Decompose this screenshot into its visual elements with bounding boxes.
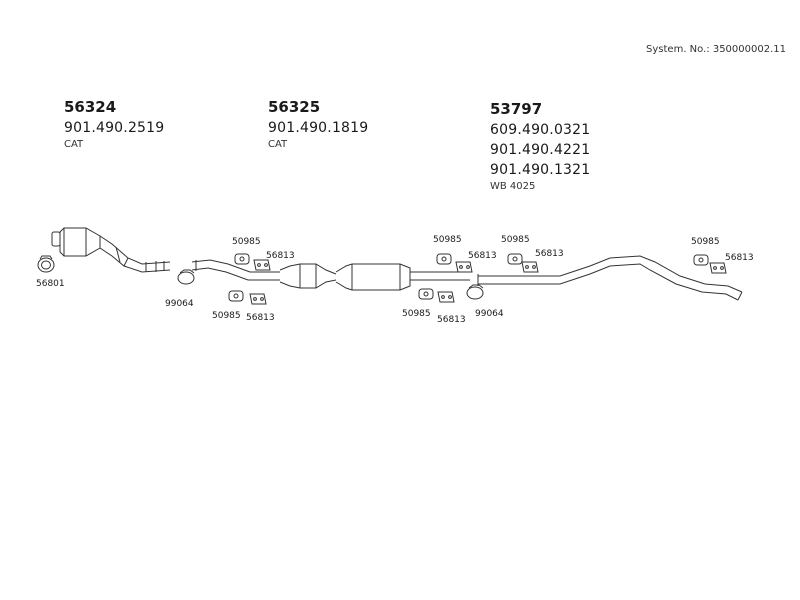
part-group-catalyst-front: 56324 901.490.2519 CAT — [64, 96, 164, 152]
bracket-label: 56813 — [535, 249, 564, 259]
hanger-label: 50985 — [691, 237, 720, 247]
rubber-hanger[interactable] — [234, 253, 250, 265]
part-group-catalyst-middle: 56325 901.490.1819 CAT — [268, 96, 368, 152]
clamp-part[interactable] — [466, 284, 484, 300]
hanger-bracket[interactable] — [249, 293, 267, 305]
hanger-label: 50985 — [433, 235, 462, 245]
part-reference: 901.490.4221 — [490, 142, 591, 158]
hanger-bracket[interactable] — [253, 259, 271, 271]
hanger-bracket[interactable] — [437, 291, 455, 303]
hanger-label: 50985 — [501, 235, 530, 245]
rear-pipe[interactable] — [477, 255, 743, 301]
part-note: CAT — [268, 139, 288, 150]
rubber-hanger[interactable] — [436, 253, 452, 265]
rubber-hanger[interactable] — [418, 288, 434, 300]
hanger-label: 50985 — [212, 311, 241, 321]
bracket-label: 56813 — [725, 253, 754, 263]
bracket-label: 56813 — [468, 251, 497, 261]
system-number: System. No.: 350000002.11 — [646, 44, 786, 55]
part-group-silencer: 53797 609.490.0321 901.490.4221 901.490.… — [490, 98, 590, 194]
part-reference: 901.490.1819 — [268, 120, 369, 136]
part-reference: 609.490.0321 — [490, 122, 591, 138]
clamp-label: 99064 — [475, 309, 504, 319]
part-reference: 901.490.1321 — [490, 162, 591, 178]
front-catalyst[interactable] — [51, 227, 171, 273]
rubber-hanger[interactable] — [228, 290, 244, 302]
rubber-hanger[interactable] — [693, 254, 709, 266]
bracket-label: 56813 — [437, 315, 466, 325]
clamp-part[interactable] — [177, 269, 195, 285]
part-code: 53797 — [490, 100, 543, 118]
gasket-part[interactable] — [37, 255, 55, 273]
hanger-label: 50985 — [402, 309, 431, 319]
bracket-label: 56813 — [266, 251, 295, 261]
middle-pipe[interactable] — [191, 259, 337, 289]
rubber-hanger[interactable] — [507, 253, 523, 265]
part-note: CAT — [64, 139, 84, 150]
bracket-label: 56813 — [246, 313, 275, 323]
part-reference: 901.490.2519 — [64, 120, 165, 136]
part-code: 56325 — [268, 98, 321, 116]
part-code: 56324 — [64, 98, 117, 116]
clamp-label: 99064 — [165, 299, 194, 309]
gasket-label: 56801 — [36, 279, 65, 289]
main-silencer[interactable] — [335, 263, 470, 291]
part-note: WB 4025 — [490, 181, 536, 192]
hanger-bracket[interactable] — [455, 261, 473, 273]
hanger-bracket[interactable] — [709, 262, 727, 274]
hanger-bracket[interactable] — [521, 261, 539, 273]
hanger-label: 50985 — [232, 237, 261, 247]
